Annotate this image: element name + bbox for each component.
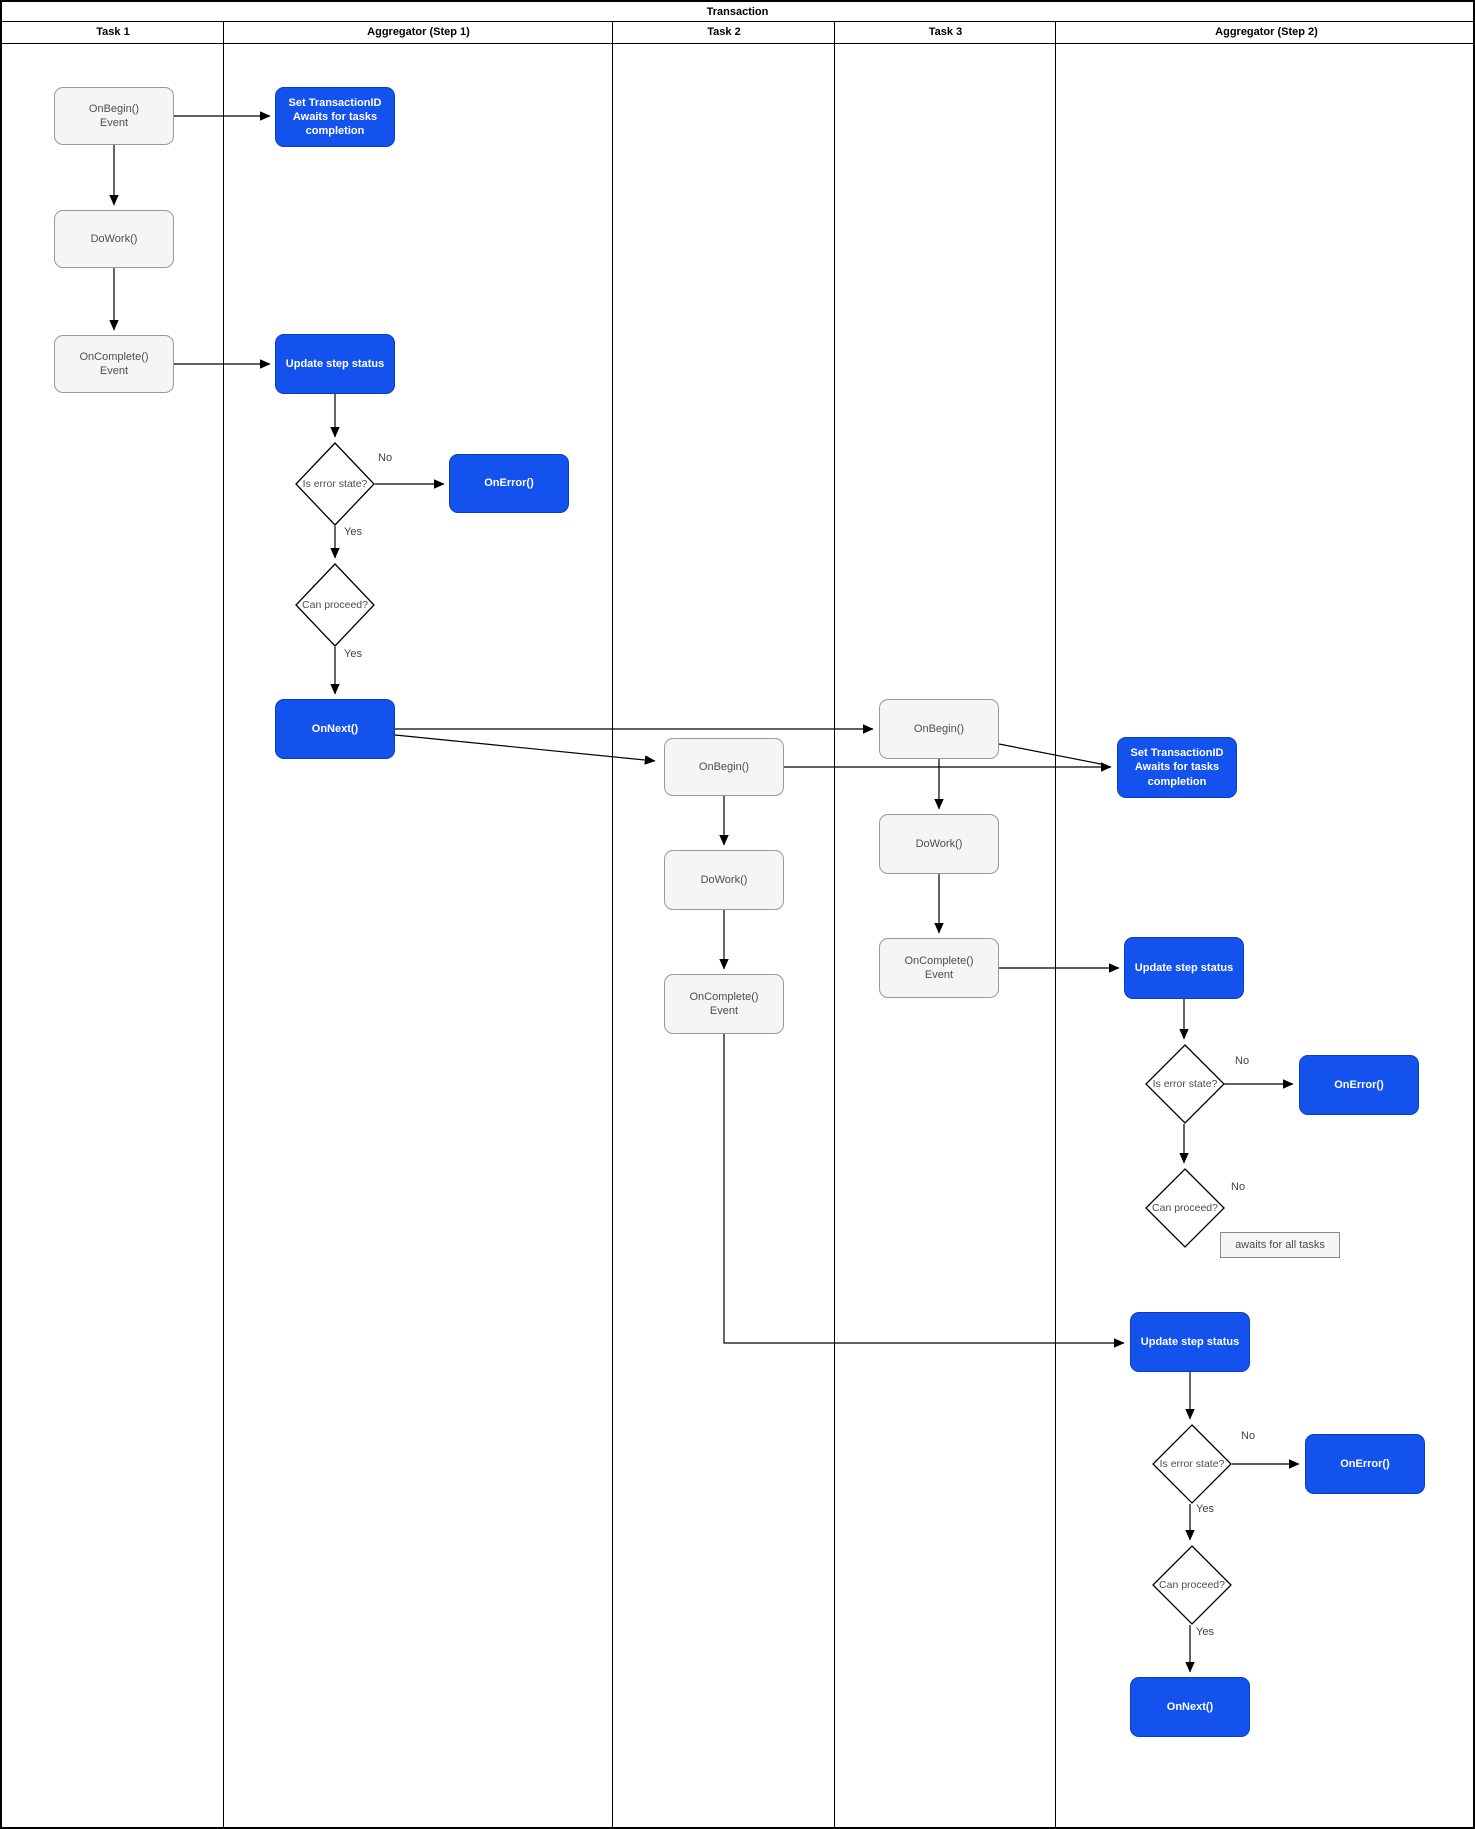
decision-is-error-state-step2b: Is error state? <box>1152 1424 1232 1504</box>
edge-label-no: No <box>376 452 395 465</box>
edge-label-no: No <box>1229 1181 1248 1194</box>
decision-is-error-state-step2a: Is error state? <box>1145 1044 1225 1124</box>
note-awaits-for-all-tasks: awaits for all tasks <box>1220 1232 1340 1258</box>
diamond-shape <box>1152 1545 1232 1625</box>
edge-label-yes: Yes <box>342 526 364 539</box>
node-dowork-task2: DoWork() <box>664 850 784 910</box>
node-update-step-status-step2a: Update step status <box>1124 937 1244 999</box>
edge-label-no: No <box>1233 1055 1252 1068</box>
lane-header-aggregator-step-2: Aggregator (Step 2) <box>1056 21 1473 44</box>
decision-label: Is error state? <box>1152 1078 1218 1090</box>
diamond-shape <box>1145 1044 1225 1124</box>
lane-header-task-3: Task 3 <box>835 21 1056 44</box>
node-dowork-task1: DoWork() <box>54 210 174 268</box>
node-onnext-step1: OnNext() <box>275 699 395 759</box>
decision-label: Can proceed? <box>1159 1579 1225 1591</box>
decision-label: Can proceed? <box>1152 1202 1218 1214</box>
edge-label-yes: Yes <box>1194 1503 1216 1516</box>
node-onnext-step2: OnNext() <box>1130 1677 1250 1737</box>
node-onbegin-task3: OnBegin() <box>879 699 999 759</box>
decision-can-proceed-step1: Can proceed? <box>295 563 375 647</box>
node-oncomplete-event-task3: OnComplete() Event <box>879 938 999 998</box>
lane-header-aggregator-step-1: Aggregator (Step 1) <box>224 21 613 44</box>
lane-divider-3 <box>834 21 835 1827</box>
decision-can-proceed-step2a: Can proceed? <box>1145 1168 1225 1248</box>
decision-label: Is error state? <box>1159 1458 1225 1470</box>
decision-is-error-state-step1: Is error state? <box>295 442 375 526</box>
lane-divider-1 <box>223 21 224 1827</box>
node-dowork-task3: DoWork() <box>879 814 999 874</box>
lane-header-task-1: Task 1 <box>2 21 224 44</box>
lane-header-task-2: Task 2 <box>613 21 835 44</box>
lane-divider-2 <box>612 21 613 1827</box>
node-onerror-step2b: OnError() <box>1305 1434 1425 1494</box>
edge-label-yes: Yes <box>1194 1626 1216 1639</box>
decision-label: Is error state? <box>302 478 368 490</box>
node-onbegin-event-task1: OnBegin() Event <box>54 87 174 145</box>
diamond-shape <box>295 563 375 647</box>
node-oncomplete-event-task1: OnComplete() Event <box>54 335 174 393</box>
node-set-transactionid-step2: Set TransactionID Awaits for tasks compl… <box>1117 737 1237 798</box>
pool-title: Transaction <box>2 2 1473 22</box>
node-update-step-status-step2b: Update step status <box>1130 1312 1250 1372</box>
diamond-shape <box>1145 1168 1225 1248</box>
node-oncomplete-event-task2: OnComplete() Event <box>664 974 784 1034</box>
edge-label-yes: Yes <box>342 648 364 661</box>
lane-divider-4 <box>1055 21 1056 1827</box>
decision-can-proceed-step2b: Can proceed? <box>1152 1545 1232 1625</box>
pool-title-label: Transaction <box>706 5 769 18</box>
decision-label: Can proceed? <box>302 599 368 611</box>
node-update-step-status-step1: Update step status <box>275 334 395 394</box>
node-set-transactionid-step1: Set TransactionID Awaits for tasks compl… <box>275 87 395 147</box>
diamond-shape <box>1152 1424 1232 1504</box>
node-onbegin-task2: OnBegin() <box>664 738 784 796</box>
node-onerror-step1: OnError() <box>449 454 569 513</box>
diamond-shape <box>295 442 375 526</box>
edge-label-no: No <box>1239 1430 1258 1443</box>
node-onerror-step2a: OnError() <box>1299 1055 1419 1115</box>
